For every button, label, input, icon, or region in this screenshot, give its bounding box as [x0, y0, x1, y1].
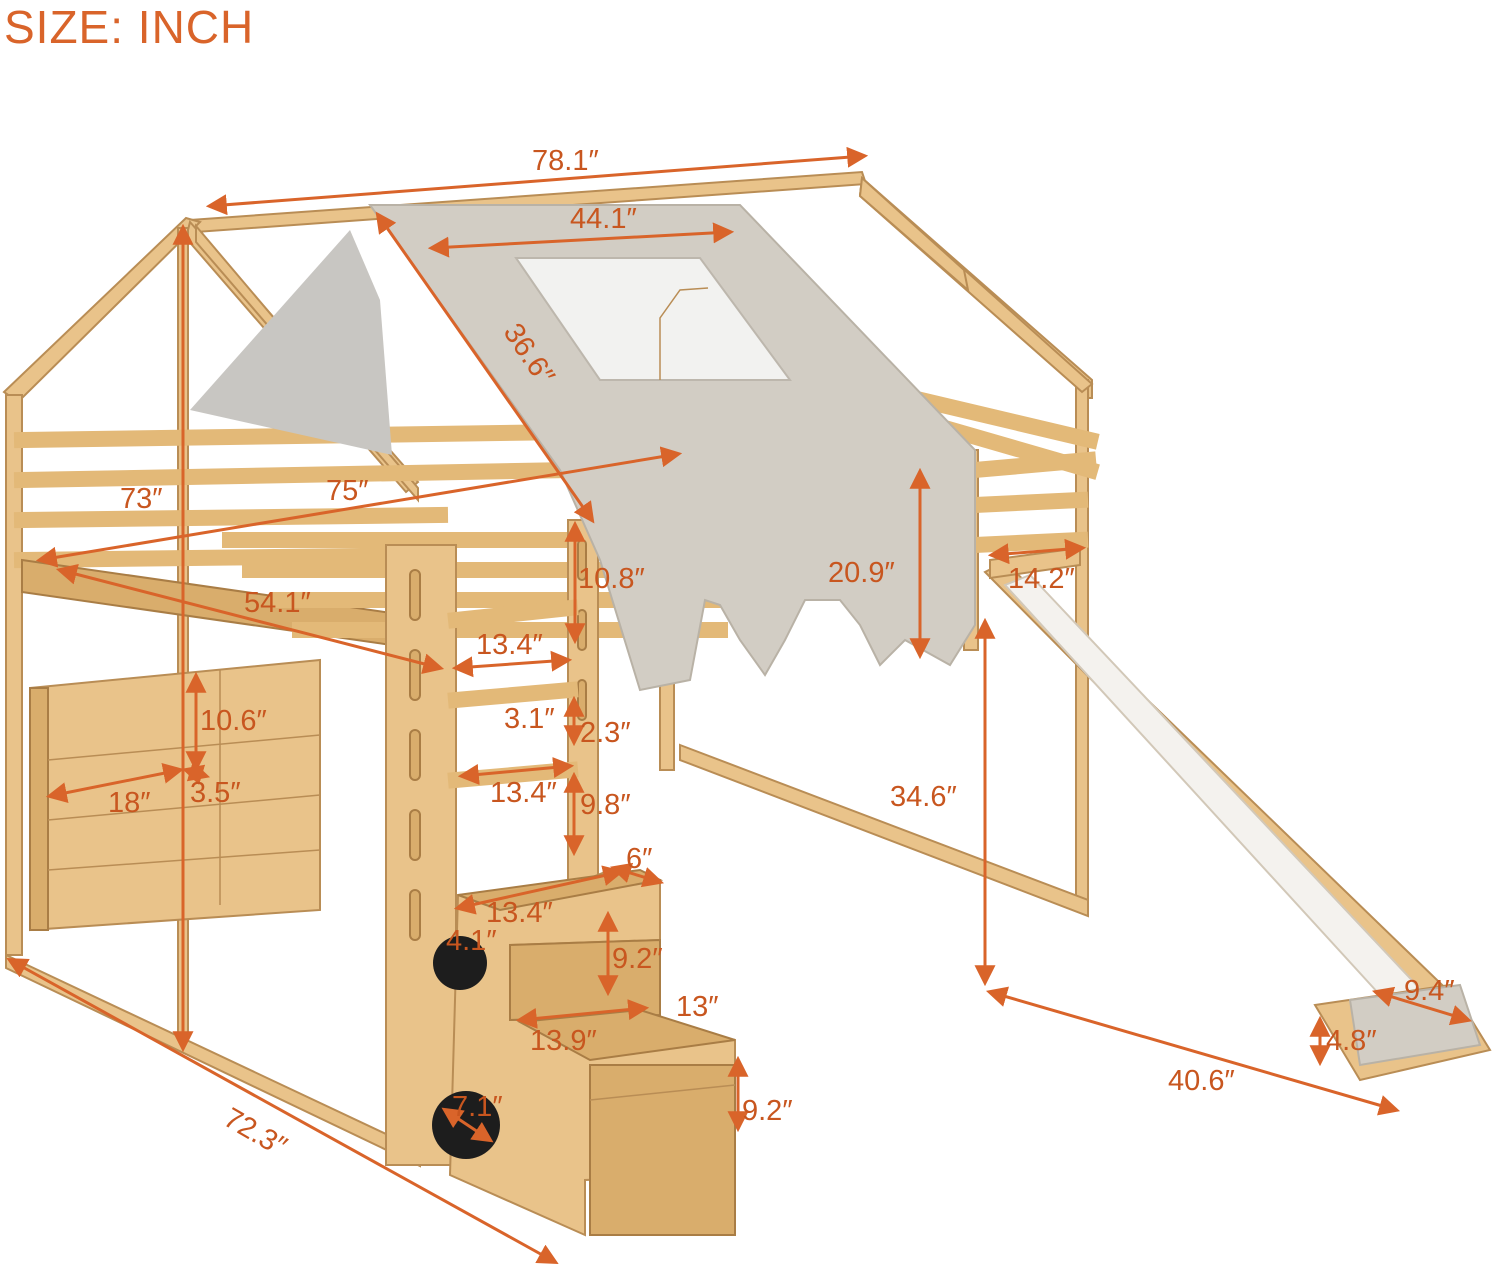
label-rail-gap: 3.1″ — [504, 703, 555, 735]
label-rail-thickness: 2.3″ — [580, 717, 631, 749]
arrow-step-width — [453, 865, 625, 915]
arrow-rail-length — [35, 446, 683, 568]
dimension-arrows — [6, 146, 1473, 1265]
label-step-width-upper: 13.4″ — [490, 777, 557, 809]
label-step-13: 13″ — [676, 991, 719, 1023]
label-hole-small: 4.1″ — [446, 925, 497, 957]
arrow-stair-top-width — [451, 650, 573, 678]
label-step-width: 13.4″ — [486, 897, 553, 929]
label-overall-length: 78.1″ — [532, 145, 599, 177]
label-step-edge: 6″ — [626, 843, 652, 875]
arrow-shelf-depth — [181, 761, 211, 785]
label-shelf-height: 10.6″ — [200, 705, 267, 737]
label-rail-length: 75″ — [326, 475, 369, 507]
label-slide-edge: 4.8″ — [1326, 1025, 1377, 1057]
arrow-step-width-upper — [457, 757, 575, 785]
arrow-bed-width — [55, 564, 445, 674]
arrow-overall-length — [205, 146, 869, 216]
label-shelf-width: 18″ — [108, 787, 151, 819]
label-hole-large: 7.1″ — [452, 1091, 503, 1123]
label-tent-top: 44.1″ — [570, 203, 637, 235]
arrow-platform-width — [987, 538, 1087, 565]
label-slide-run: 40.6″ — [1168, 1065, 1235, 1097]
label-step-height-2: 9.2″ — [742, 1095, 793, 1127]
label-total-height: 73″ — [120, 483, 163, 515]
arrow-slide-run — [985, 986, 1401, 1116]
label-curtain-height: 20.9″ — [828, 557, 895, 589]
arrow-slide-end — [1371, 986, 1473, 1026]
label-step-gap: 9.8″ — [580, 789, 631, 821]
page-title: SIZE: INCH — [4, 1, 255, 53]
label-step-height-1: 9.2″ — [612, 943, 663, 975]
label-shelf-depth: 3.5″ — [190, 777, 241, 809]
label-guard-height: 10.8″ — [578, 563, 645, 595]
arrow-base-depth — [6, 957, 559, 1265]
label-slide-end: 9.4″ — [1404, 975, 1455, 1007]
label-bed-width: 54.1″ — [244, 587, 311, 619]
label-stair-top-width: 13.4″ — [476, 629, 543, 661]
label-platform-width: 14.2″ — [1008, 563, 1075, 595]
label-step-depth: 13.9″ — [530, 1025, 597, 1057]
arrow-shelf-width — [45, 762, 185, 804]
label-clearance: 34.6″ — [890, 781, 957, 813]
dimension-labels: 78.1″ 44.1″ 36.6″ 75″ 73″ 54.1″ 10.8″ 20… — [108, 145, 1455, 1163]
